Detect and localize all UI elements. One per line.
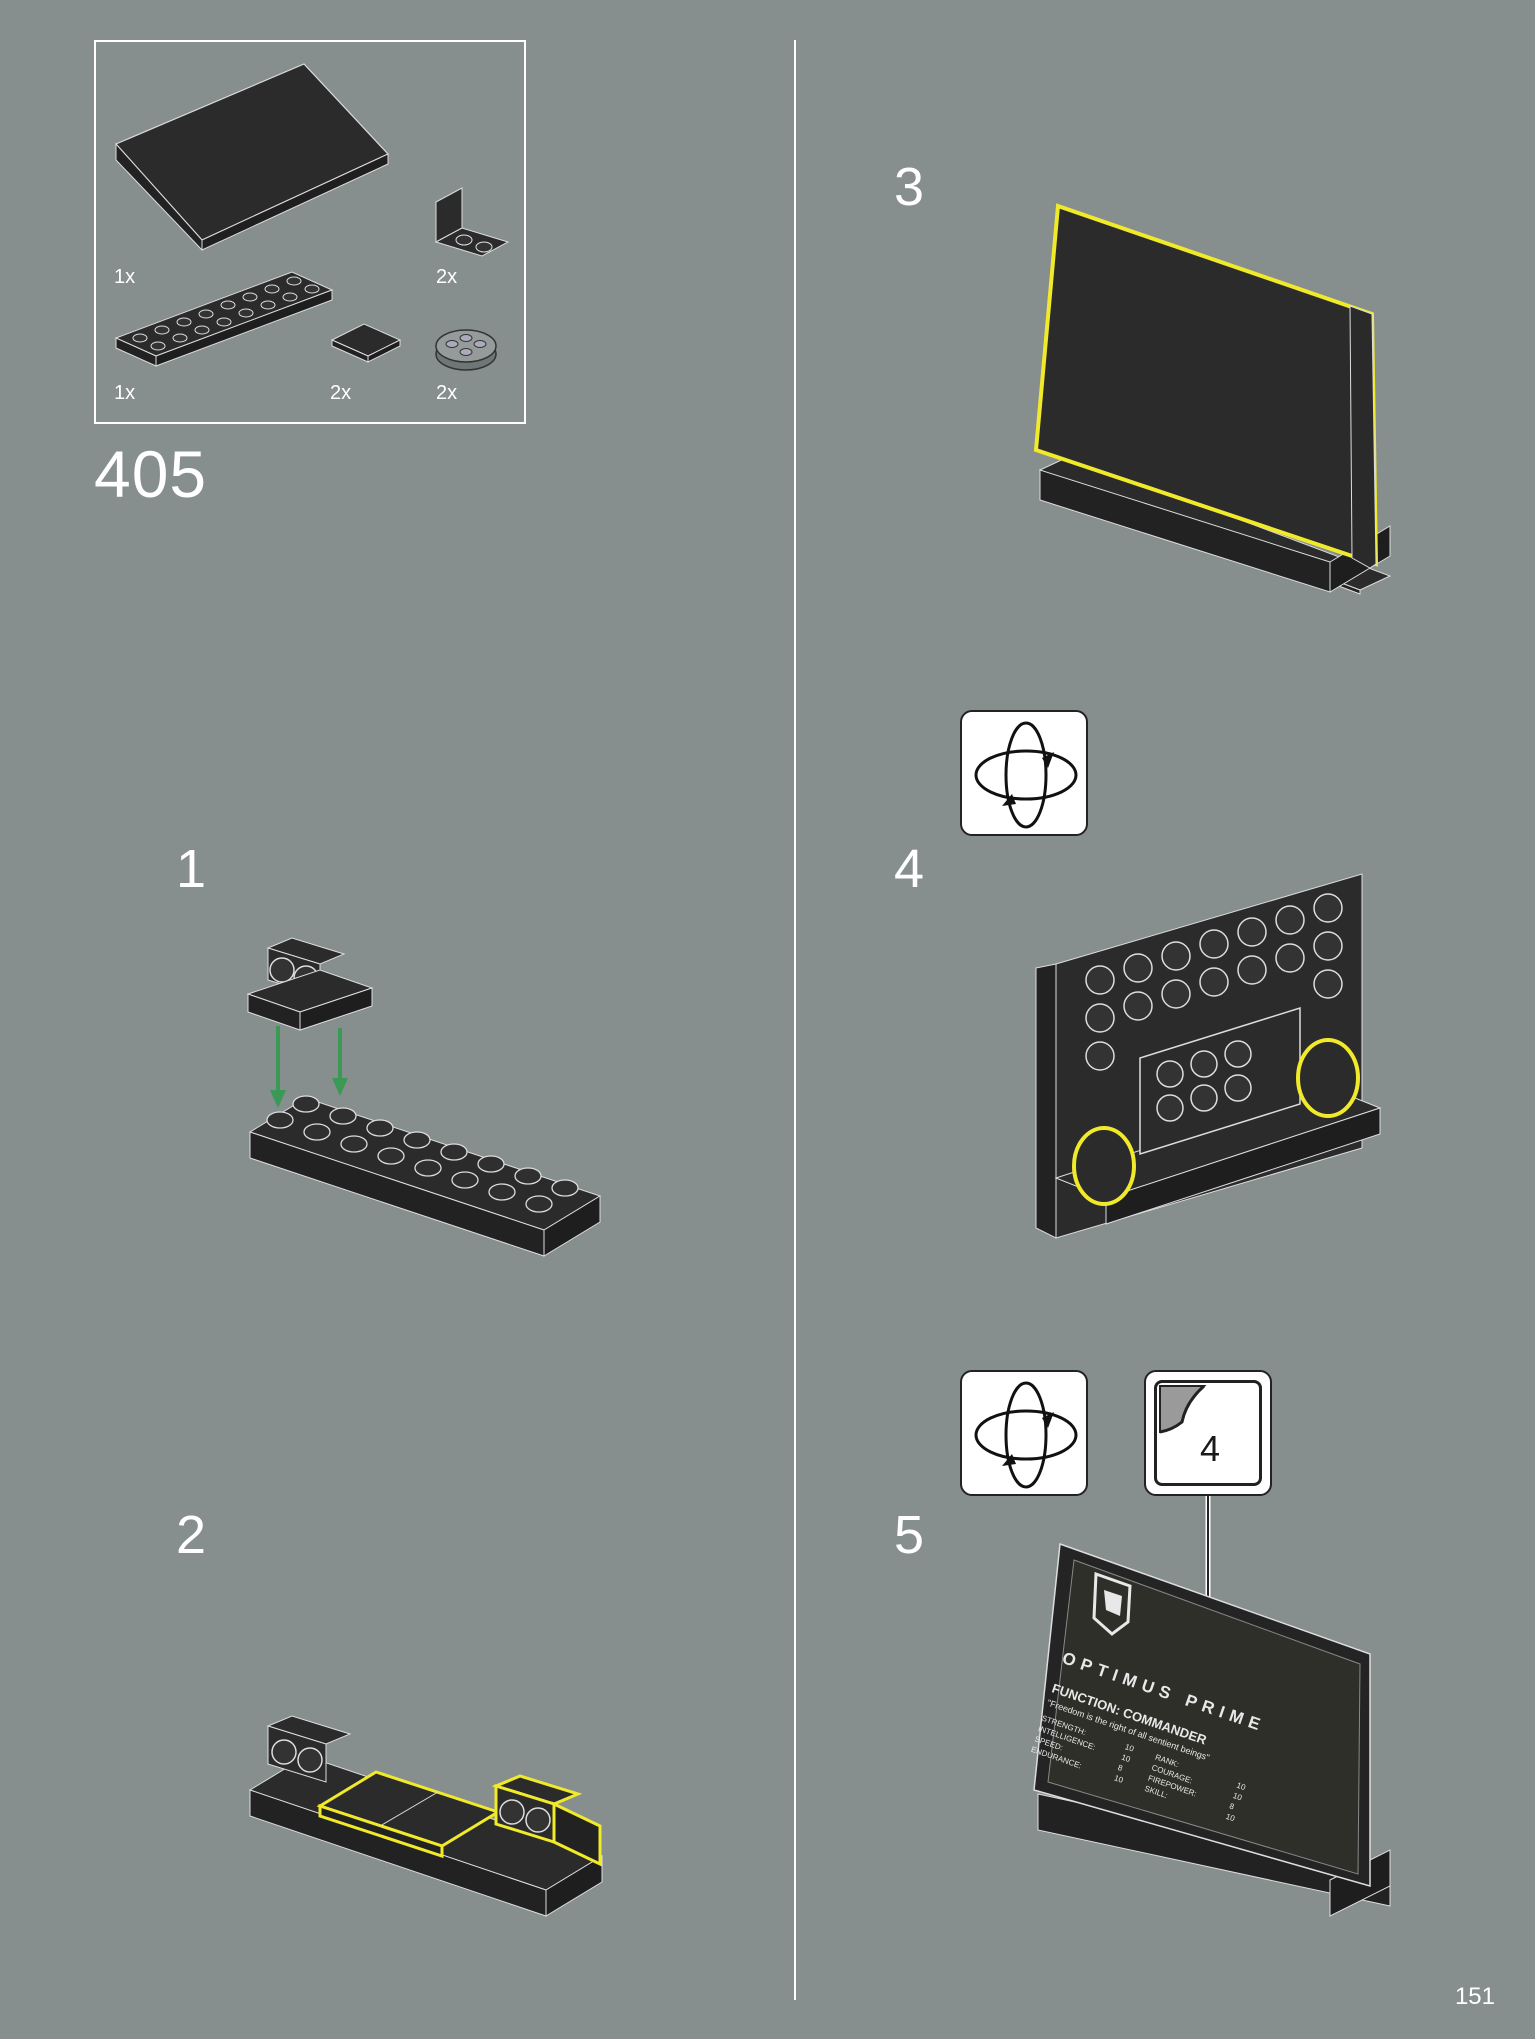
part-tile (330, 323, 402, 363)
stat-value-endurance: 10 (1113, 1773, 1125, 1785)
parts-list-box: 1x 2x 1x 2x 2x (94, 40, 526, 424)
stat-value-intelligence: 10 (1120, 1753, 1132, 1765)
sticker-peel-icon (1159, 1384, 1207, 1434)
step-number-3: 3 (894, 157, 925, 217)
qty-round-plate: 2x (436, 382, 458, 404)
parts-illustration (114, 63, 510, 371)
part-bracket (434, 187, 510, 257)
page-number: 151 (1454, 1983, 1495, 2010)
sub-build-number: 405 (94, 437, 208, 511)
step-1-bracket (246, 937, 374, 1031)
step-2-right-bracket (491, 1774, 602, 1867)
step-number-4: 4 (894, 839, 925, 899)
step-3-base (1038, 455, 1392, 595)
part-plate-2x8 (114, 271, 334, 367)
step-1-plate (248, 1095, 602, 1257)
step-2-tiles-highlight (316, 1770, 502, 1859)
step-2-illustration (248, 1715, 604, 1917)
step-1-illustration (246, 937, 602, 1257)
rotate-icon-step-4 (960, 710, 1088, 836)
autobot-logo-icon (1092, 1571, 1132, 1636)
rotate-model-icon (974, 721, 1078, 829)
stat-value-firepower: 8 (1228, 1801, 1236, 1811)
qty-tile: 2x (330, 382, 352, 404)
step-4-illustration (1035, 873, 1382, 1239)
stat-value-skill: 10 (1225, 1812, 1237, 1824)
stat-value-rank: 10 (1235, 1781, 1247, 1793)
step-4-round-plates-highlight (1072, 1038, 1360, 1206)
step-3-panel-highlight (1033, 203, 1379, 569)
qty-slope-panel: 1x (114, 266, 136, 288)
part-round-plate (435, 329, 497, 371)
rotate-model-icon (974, 1381, 1078, 1489)
part-slope-panel (114, 63, 390, 252)
sticker-number: 4 (1199, 1428, 1221, 1469)
step-number-2: 2 (176, 1505, 207, 1565)
step-4-inner-frame (1139, 1006, 1301, 1156)
stat-value-strength: 10 (1124, 1742, 1136, 1754)
sticker-callout: 4 (1144, 1370, 1272, 1496)
step-2-left-bracket (266, 1715, 352, 1783)
step-3-illustration (1033, 203, 1392, 595)
stat-value-speed: 8 (1117, 1763, 1125, 1773)
qty-plate: 1x (114, 382, 136, 404)
step-1-arrows (270, 1026, 348, 1108)
step-number-5: 5 (894, 1505, 925, 1565)
qty-bracket: 2x (436, 266, 458, 288)
rotate-icon-step-5 (960, 1370, 1088, 1496)
column-divider (794, 40, 796, 2000)
step-5-illustration: OPTIMUS PRIME FUNCTION: COMMANDER "Freed… (1030, 1496, 1391, 1917)
stat-value-courage: 10 (1232, 1791, 1244, 1803)
step-number-1: 1 (176, 839, 207, 899)
